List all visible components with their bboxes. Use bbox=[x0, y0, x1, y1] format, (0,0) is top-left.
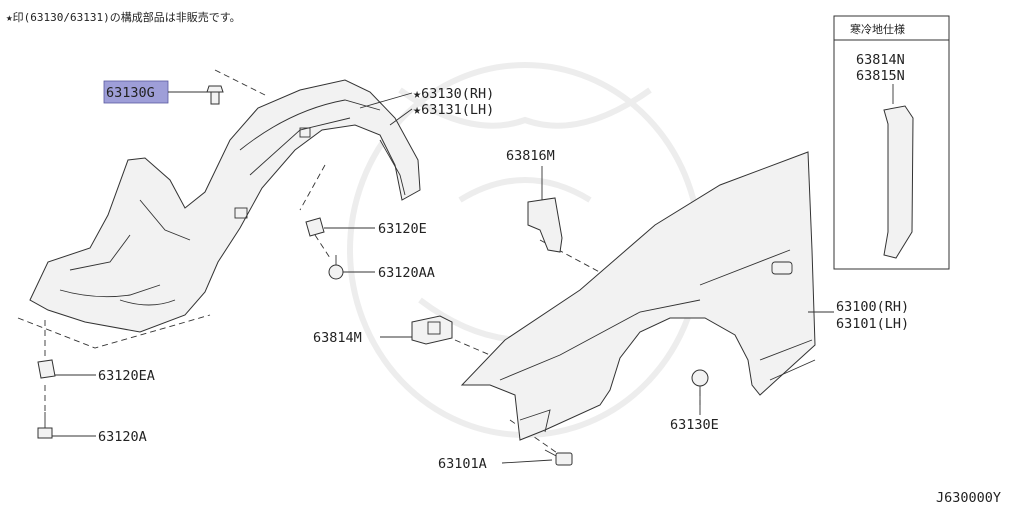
front-fender-part bbox=[460, 151, 816, 441]
clip-63120EA bbox=[37, 359, 56, 379]
clip-63120E bbox=[305, 217, 325, 237]
callout-63131-lh[interactable]: ★63131(LH) bbox=[413, 102, 494, 118]
fender-protector-part bbox=[29, 79, 421, 333]
screw-63120AA bbox=[328, 255, 344, 280]
callout-63120EA[interactable]: 63120EA bbox=[98, 368, 155, 384]
mudguard-part bbox=[883, 105, 914, 259]
screw-63120A bbox=[37, 412, 53, 439]
clip-63130E bbox=[691, 369, 709, 398]
callout-63816M[interactable]: 63816M bbox=[506, 148, 555, 164]
inset-box: 寒冷地仕様 63814N 63815N bbox=[833, 15, 950, 270]
diagram-id: J630000Y bbox=[936, 490, 1001, 506]
callout-63814M[interactable]: 63814M bbox=[313, 330, 362, 346]
seal-63816M-part bbox=[527, 197, 563, 253]
inset-title: 寒冷地仕様 bbox=[850, 22, 905, 36]
callout-63130G[interactable]: 63130G bbox=[106, 85, 155, 101]
callout-63101-lh[interactable]: 63101(LH) bbox=[836, 316, 909, 332]
clip-63130G bbox=[206, 85, 224, 105]
callout-63101A[interactable]: 63101A bbox=[438, 456, 487, 472]
callout-63120E[interactable]: 63120E bbox=[378, 221, 427, 237]
callout-63120AA[interactable]: 63120AA bbox=[378, 265, 435, 281]
callout-63130E[interactable]: 63130E bbox=[670, 417, 719, 433]
callout-63100-rh[interactable]: 63100(RH) bbox=[836, 299, 909, 315]
callout-63120A[interactable]: 63120A bbox=[98, 429, 147, 445]
inset-code-63815N[interactable]: 63815N bbox=[856, 68, 905, 84]
inset-code-63814N[interactable]: 63814N bbox=[856, 52, 905, 68]
header-note: ★印(63130/63131)の構成部品は非販売です。 bbox=[6, 10, 241, 24]
bracket-63814M-part bbox=[411, 315, 453, 345]
callout-63130-rh[interactable]: ★63130(RH) bbox=[413, 86, 494, 102]
bolt-63101A bbox=[544, 449, 573, 466]
